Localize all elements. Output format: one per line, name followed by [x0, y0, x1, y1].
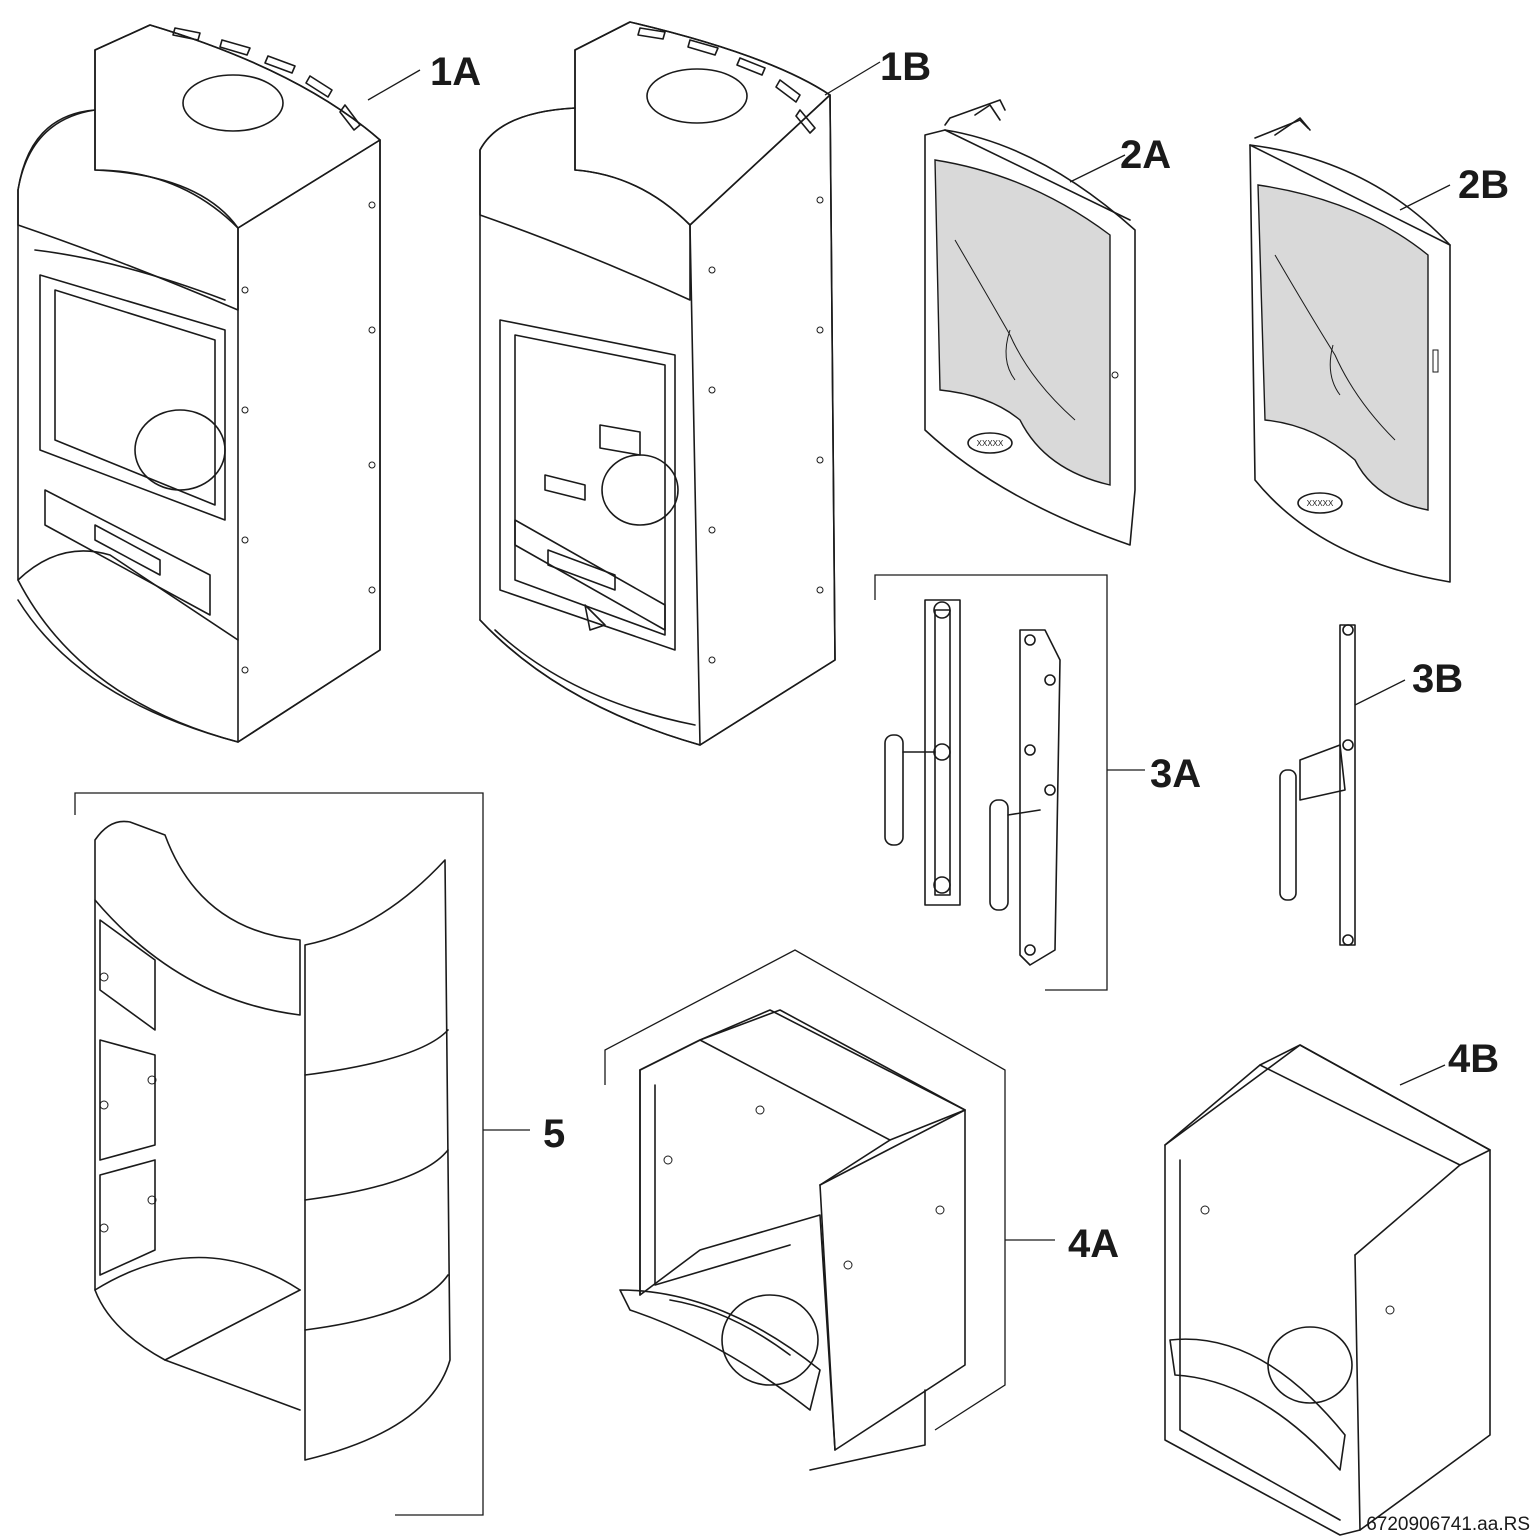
figure-code: 6720906741.aa.RS	[1366, 1514, 1530, 1535]
door-2b-badge-text: XXXXX	[1307, 499, 1334, 508]
label-3a: 3A	[1150, 752, 1201, 796]
label-2a: 2A	[1120, 133, 1171, 177]
firebox-insert-4b	[1164, 1044, 1491, 1536]
stove-body-1a	[17, 24, 381, 743]
stone-cladding-5	[74, 792, 530, 1516]
label-1b: 1B	[880, 45, 931, 89]
door-2a: XXXXX	[924, 99, 1136, 546]
stove-body-1b	[479, 21, 836, 746]
hinge-3b	[1279, 624, 1406, 946]
hinge-set-3a	[874, 574, 1145, 991]
label-leaders	[367, 61, 1451, 211]
door-2b: XXXXX	[1249, 117, 1451, 583]
firebox-insert-4a	[604, 949, 1055, 1471]
door-2a-badge-text: XXXXX	[977, 439, 1004, 448]
label-5: 5	[543, 1112, 565, 1156]
label-2b: 2B	[1458, 163, 1509, 207]
label-3b: 3B	[1412, 657, 1463, 701]
label-1a: 1A	[430, 50, 481, 94]
label-4a: 4A	[1068, 1222, 1119, 1266]
label-4b: 4B	[1448, 1037, 1499, 1081]
